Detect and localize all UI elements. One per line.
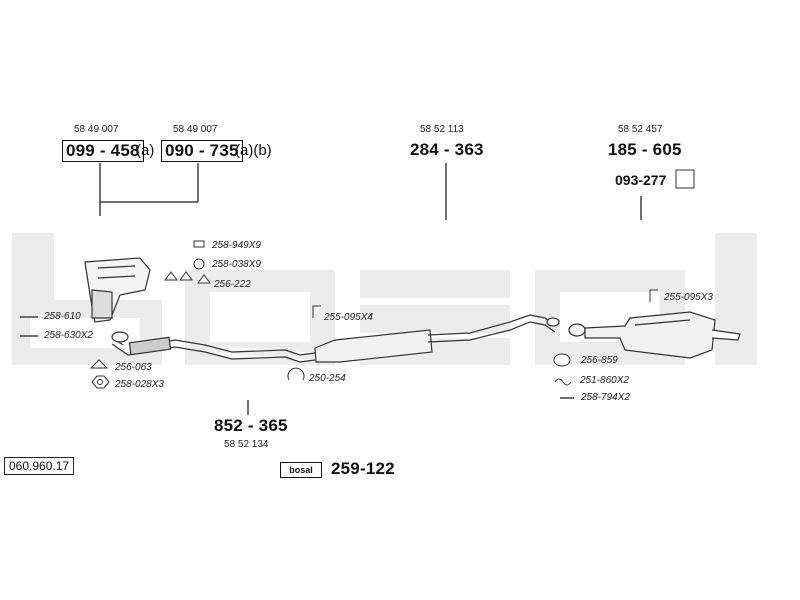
label-258-794: 258-794X2 (581, 392, 630, 403)
rear-silencer (568, 311, 741, 359)
label-256-859: 256-859 (581, 355, 618, 366)
label-251-860: 251-860X2 (580, 375, 629, 386)
part-number[interactable]: 852 - 365 (214, 416, 288, 435)
front-pipe (111, 331, 316, 363)
label-256-222: 256-222 (214, 279, 251, 290)
clamp-icon (287, 367, 305, 381)
ref-number: 58 52 457 (618, 124, 663, 135)
part-number[interactable]: 185 - 605 (608, 140, 682, 159)
part-number[interactable]: 284 - 363 (410, 140, 484, 159)
ref-number: 58 52 113 (420, 124, 464, 135)
label-258-949: 258-949X9 (212, 240, 261, 251)
ref-number: 58 52 134 (224, 439, 269, 450)
clamp-icon (312, 305, 321, 318)
diagram-code: 060.960.17 (4, 457, 75, 475)
part-number-box[interactable]: 099 - 458 (62, 140, 144, 162)
label-258-038: 258-038X9 (212, 259, 261, 270)
label-256-063: 256-063 (115, 362, 152, 373)
label-255-095x3: 255-095X3 (664, 292, 713, 303)
nut-icon (193, 258, 205, 270)
bracket-icon (675, 169, 695, 189)
part-number-box[interactable]: 090 - 735 (161, 140, 243, 162)
label-255-095x4: 255-095X4 (324, 312, 373, 323)
paste-tube-icon: bosal (280, 462, 322, 478)
gasket-icon (89, 359, 109, 369)
spring-icon (554, 378, 572, 386)
manifold-catalyst (84, 257, 151, 323)
ref-number: 58 49 007 (173, 124, 218, 135)
bolt-icon (193, 240, 205, 248)
middle-silencer (314, 314, 560, 363)
part-number[interactable]: 259-122 (331, 459, 395, 478)
ring-icon (553, 353, 571, 367)
part-suffix: (a)(b) (235, 142, 272, 159)
gasket-icon (164, 271, 211, 284)
part-number-sub[interactable]: 093-277 (615, 172, 667, 188)
label-258-630: 258-630X2 (44, 330, 93, 341)
ref-number: 58 49 007 (74, 124, 119, 135)
clamp-icon (649, 289, 658, 302)
paste-logo: bosal (289, 465, 313, 475)
label-250-254: 250-254 (309, 373, 346, 384)
label-258-028: 258-028X3 (115, 379, 164, 390)
part-suffix: (a) (136, 142, 155, 159)
label-258-610: 258-610 (44, 311, 81, 322)
